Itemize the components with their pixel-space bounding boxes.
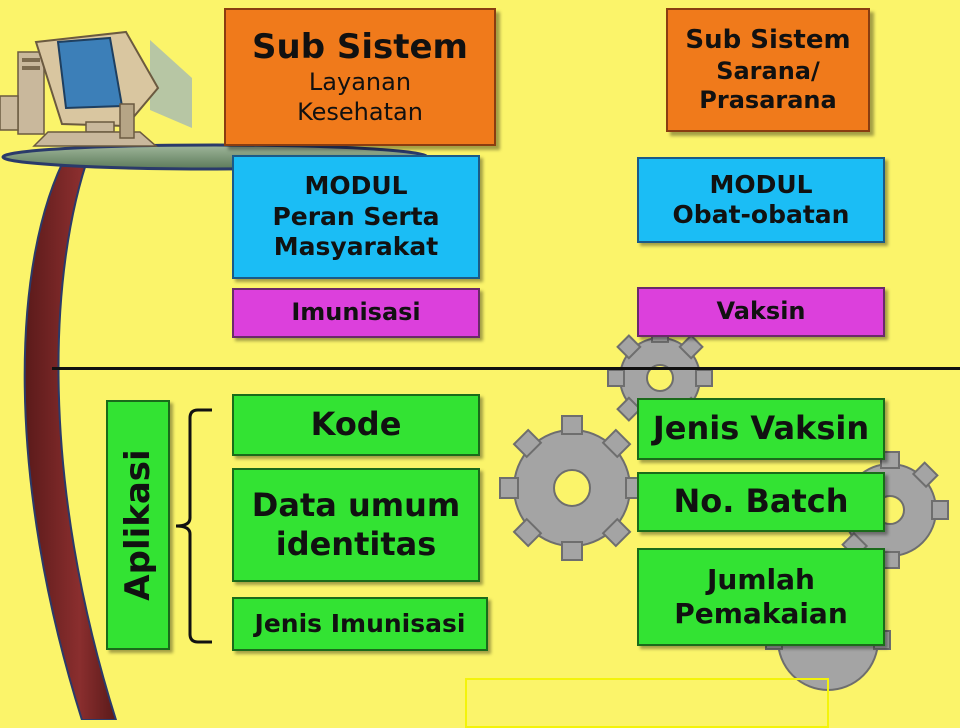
subsystem-title: Sub Sistem <box>685 24 851 55</box>
item-label: Kode <box>310 405 402 444</box>
bracket <box>175 408 212 644</box>
modul-label: MODUL Peran Serta Masyarakat <box>272 171 440 262</box>
item-jenis-imunisasi: Jenis Imunisasi <box>232 597 488 651</box>
item-data-umum-identitas: Data umum identitas <box>232 468 480 582</box>
submodul-vaksin: Vaksin <box>637 287 885 337</box>
subsystem-sarana-prasarana: Sub Sistem Sarana/ Prasarana <box>666 8 870 132</box>
divider-line <box>52 367 960 370</box>
modul-peran-serta-masyarakat: MODUL Peran Serta Masyarakat <box>232 155 480 279</box>
item-no-batch: No. Batch <box>637 472 885 532</box>
item-label: Jumlah Pemakaian <box>674 562 848 630</box>
item-label: No. Batch <box>673 482 849 521</box>
computer-icon <box>0 30 192 147</box>
submodul-imunisasi: Imunisasi <box>232 288 480 338</box>
submodul-label: Vaksin <box>716 297 806 326</box>
empty-text-placeholder <box>465 678 829 728</box>
subsystem-body: Sarana/ Prasarana <box>699 56 837 114</box>
subsystem-layanan-kesehatan: Sub Sistem Layanan Kesehatan <box>224 8 496 146</box>
subsystem-title: Sub Sistem <box>252 27 468 67</box>
item-kode: Kode <box>232 394 480 456</box>
subsystem-body: Layanan Kesehatan <box>297 68 423 126</box>
item-label: Jenis Vaksin <box>652 409 870 448</box>
modul-obat-obatan: MODUL Obat-obatan <box>637 157 885 243</box>
item-jenis-vaksin: Jenis Vaksin <box>637 398 885 460</box>
aplikasi-label-box: Aplikasi <box>106 400 170 650</box>
item-jumlah-pemakaian: Jumlah Pemakaian <box>637 548 885 646</box>
item-label: Data umum identitas <box>251 485 461 563</box>
swoosh-arc <box>23 151 118 720</box>
submodul-label: Imunisasi <box>291 298 421 327</box>
item-label: Jenis Imunisasi <box>254 608 466 638</box>
aplikasi-label: Aplikasi <box>118 449 158 601</box>
modul-label: MODUL Obat-obatan <box>672 169 850 230</box>
